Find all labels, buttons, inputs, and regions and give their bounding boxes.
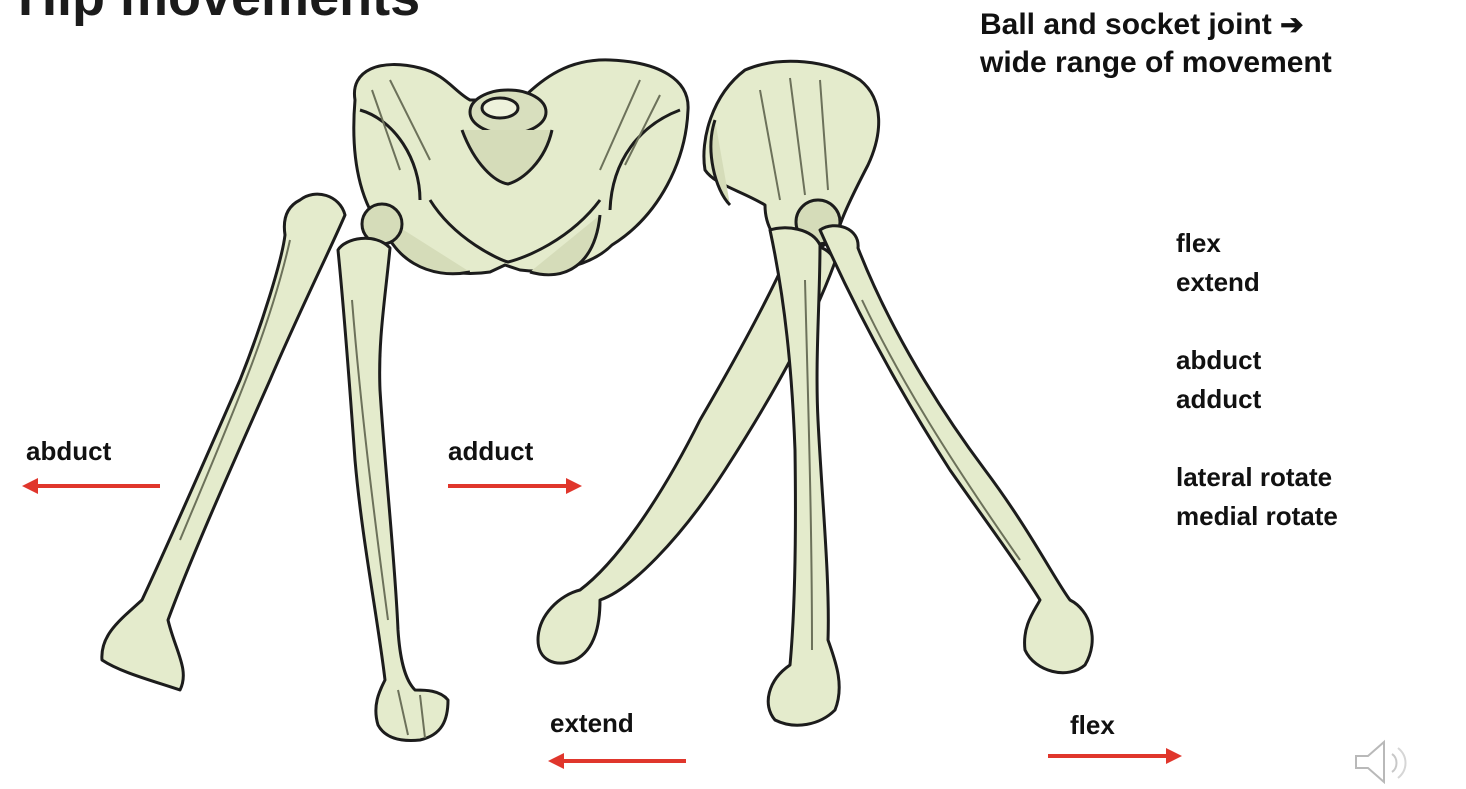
movement-group-rotation: lateral rotate medial rotate <box>1176 458 1338 536</box>
slide-title: Hip movements <box>18 0 420 28</box>
heading-line-1: Ball and socket joint ➔ <box>980 6 1332 44</box>
heading-text: Ball and socket joint <box>980 8 1272 41</box>
arrow-left-icon <box>548 752 688 770</box>
femur-lateral-neutral <box>766 226 841 727</box>
pelvis-front <box>352 58 690 277</box>
arrow-right-icon <box>448 477 582 495</box>
arrow-left-icon <box>22 477 162 495</box>
femur-flexed <box>818 224 1094 675</box>
right-arrow-icon: ➔ <box>1280 9 1304 40</box>
label-extend: extend <box>550 708 634 738</box>
heading-line-2: wide range of movement <box>980 46 1332 79</box>
movement-list: flex extend abduct adduct lateral rotate… <box>1176 224 1338 575</box>
movement-item: abduct <box>1176 345 1262 375</box>
movement-item: lateral rotate <box>1176 462 1333 492</box>
movement-item: extend <box>1176 267 1260 297</box>
speaker-icon[interactable] <box>1354 738 1424 789</box>
pelvis-lateral <box>702 59 881 253</box>
femur-abducted <box>100 192 404 692</box>
label-abduct: abduct <box>26 436 112 466</box>
movement-item: medial rotate <box>1176 501 1338 531</box>
movement-item: flex <box>1176 228 1221 258</box>
movement-group-abduction: abduct adduct <box>1176 341 1338 419</box>
label-flex: flex <box>1070 710 1115 740</box>
slide-heading: Ball and socket joint ➔ wide range of mo… <box>980 6 1332 82</box>
arrow-right-icon <box>1048 747 1182 765</box>
movement-item: adduct <box>1176 384 1262 414</box>
label-adduct: adduct <box>448 436 534 466</box>
movement-group-flexion: flex extend <box>1176 224 1338 302</box>
femur-neutral <box>336 236 450 742</box>
